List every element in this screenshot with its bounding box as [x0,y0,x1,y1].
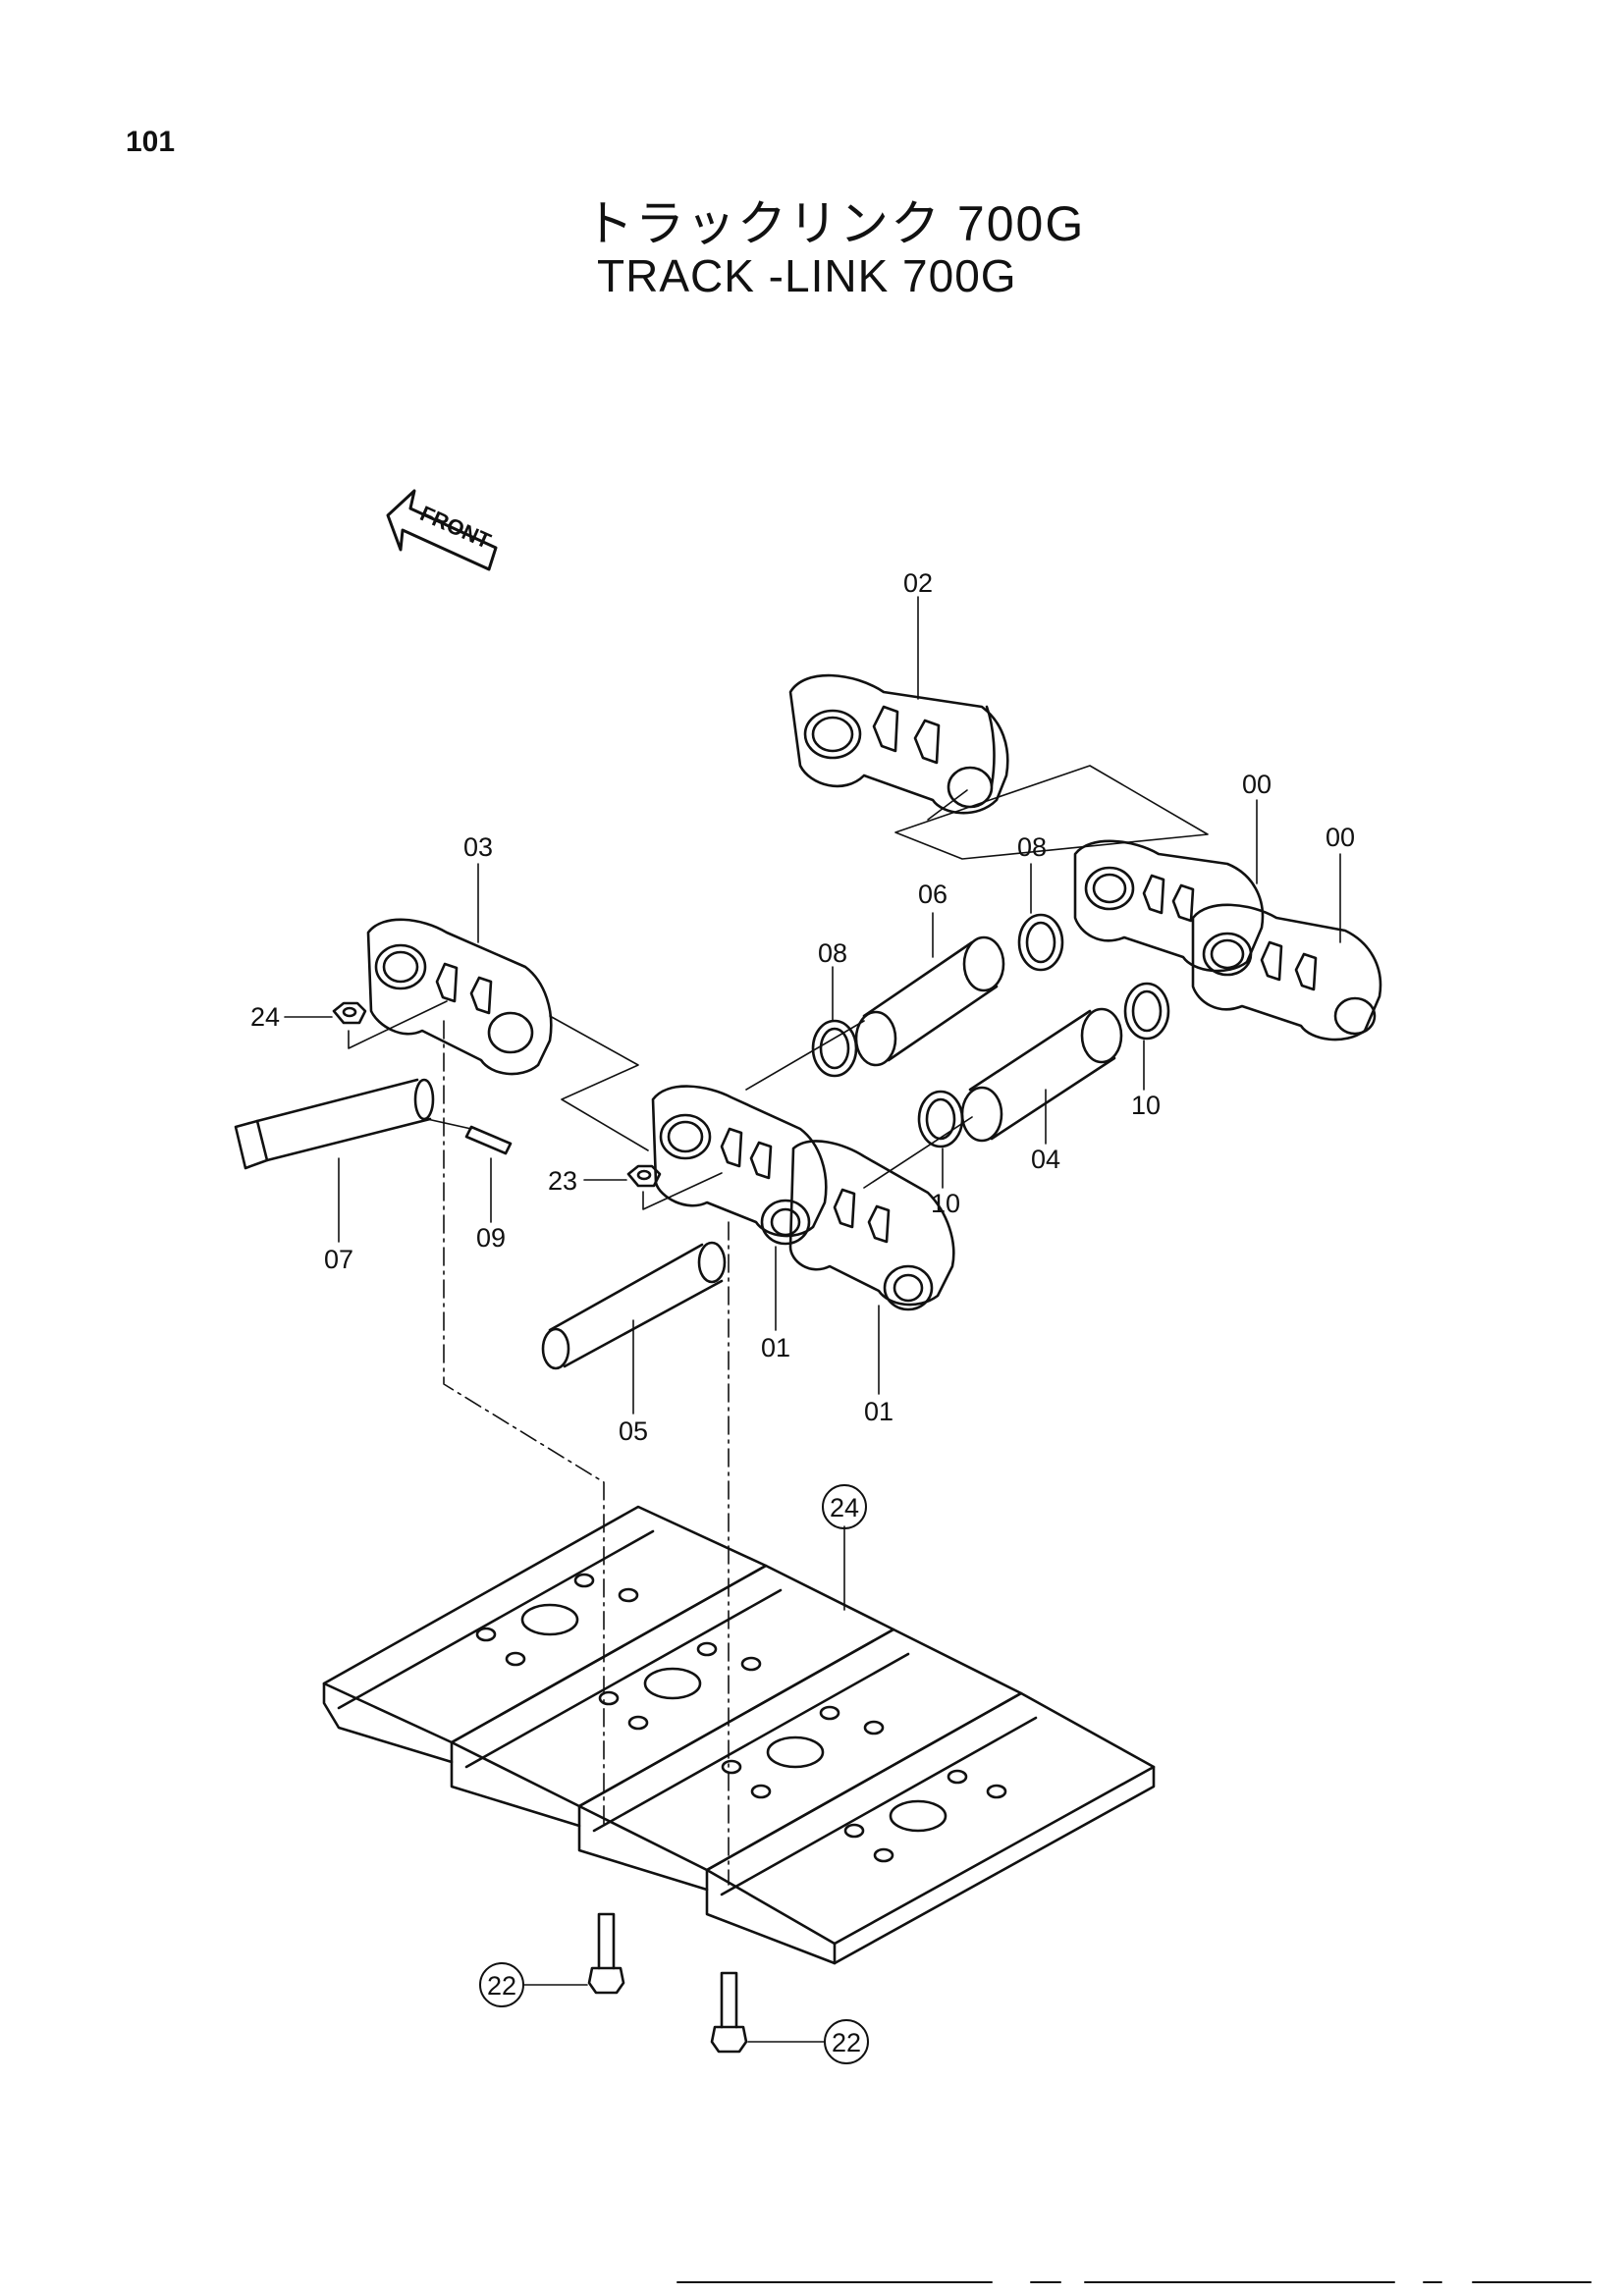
front-arrow-icon: FRONT [386,489,498,571]
nut-24 [332,1001,367,1025]
title-japanese: トラックリンク 700G [584,196,1086,251]
callout-24-nut: 24 [250,1002,280,1032]
leader-02b [927,789,968,821]
callout-03: 03 [463,832,493,862]
callout-05: 05 [619,1416,648,1446]
callout-10-right: 10 [1131,1091,1161,1120]
bolt-22-left [587,1912,625,1995]
callout-23: 23 [548,1166,577,1196]
guide-line-03 [549,1015,649,1151]
callout-07: 07 [324,1245,353,1274]
track-link-00-rear [1191,903,1382,1041]
callout-10-left: 10 [931,1189,960,1218]
seal-08-right [1017,913,1064,972]
callout-circle-22-left [479,1962,524,2007]
bushing-04 [960,1007,1123,1143]
callout-06: 06 [918,880,947,909]
callout-08-left: 08 [818,938,847,968]
callout-circle-24 [822,1484,867,1529]
callout-22-right: 22 [832,2028,861,2057]
leader-24b [348,1000,448,1049]
callout-22-left: 22 [487,1971,516,2001]
callout-01-a: 01 [761,1333,790,1362]
callout-00-b: 00 [1326,823,1355,852]
track-shoes-24 [322,1505,1156,1965]
track-link-03 [366,918,553,1076]
callout-04: 04 [1031,1145,1060,1174]
callout-circle-22-right [824,2019,869,2064]
title-english: TRACK -LINK 700G [597,250,1017,301]
callout-24-shoe: 24 [830,1493,859,1522]
callout-02: 02 [903,568,933,598]
guide-line-center [745,1020,973,1189]
pin-05 [541,1241,727,1370]
page-number: 101 [126,126,176,158]
track-link-02 [788,673,1009,815]
callout-08-right: 08 [1017,832,1047,862]
leader-23b [642,1172,723,1210]
nut-23 [626,1164,662,1188]
track-link-01-front [651,1085,828,1246]
centerline-left [443,1020,605,1827]
pin-09 [464,1125,513,1155]
callout-09: 09 [476,1223,506,1253]
callout-01-b: 01 [864,1397,893,1426]
callout-00-a: 00 [1242,770,1272,799]
seal-10-right [1123,982,1170,1041]
seal-08-left [811,1019,858,1078]
leader-09 [426,1118,492,1223]
pin-07 [234,1078,435,1170]
track-link-00-front [1073,839,1265,973]
track-link-01-rear [788,1140,955,1311]
bushing-06 [854,935,1005,1067]
front-label: FRONT [416,501,495,554]
bolt-22-right [710,1971,748,2054]
guide-line-02 [894,765,1209,860]
